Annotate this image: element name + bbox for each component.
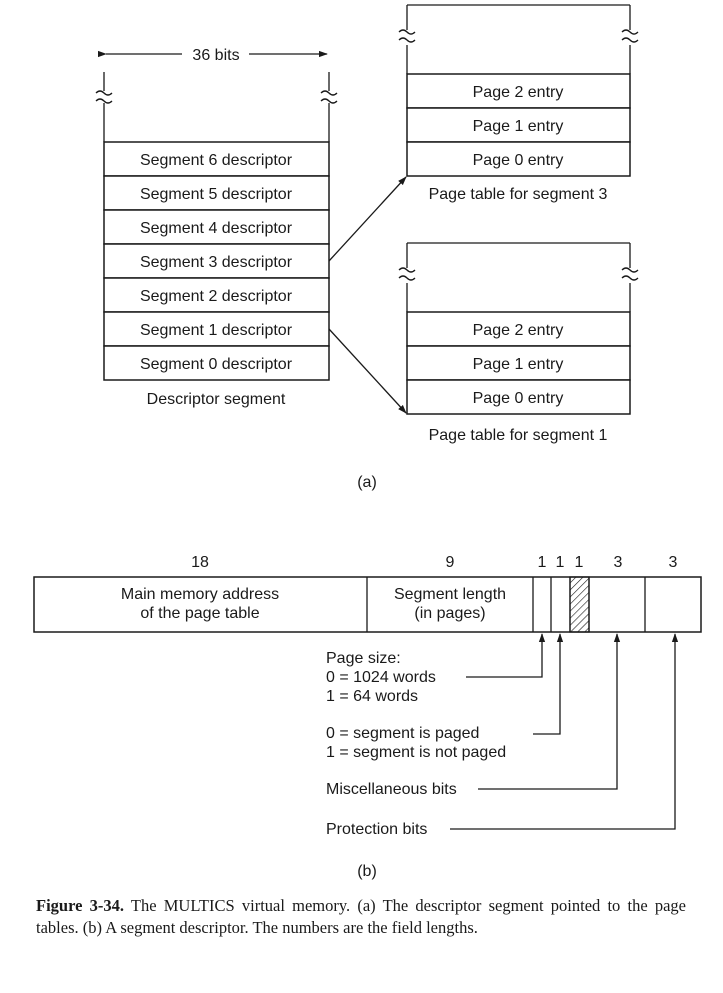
descriptor-row-2 [103,277,330,313]
annotation-misc: Miscellaneous bits [326,633,621,798]
unused-bit-hatched [569,576,590,633]
descriptor-row-4 [103,209,330,245]
page-entry-label-2: Page 2 entry [473,84,564,101]
part-b-label: (b) [357,863,377,880]
field-length-line-1: Segment length [394,586,506,603]
page-entry-label-1: Page 1 entry [473,356,564,373]
descriptor-segment-caption: Descriptor segment [147,391,286,408]
break-mark-left [95,90,113,104]
field-address-line-2: of the page table [140,605,259,622]
page-entry-label-0: Page 0 entry [473,152,564,169]
page-table-segment-3: Page 2 entry Page 1 entry Page 0 entry P… [398,4,639,203]
descriptor-label-3: Segment 3 descriptor [140,254,293,271]
page-table-segment-1: Page 2 entry Page 1 entry Page 0 entry P… [398,242,639,444]
page-size-option-1: 1 = 64 words [326,688,418,705]
page-entry-label-0: Page 0 entry [473,390,564,407]
break-mark-right [320,90,338,104]
descriptor-label-4: Segment 4 descriptor [140,220,293,237]
page-entry-label-2: Page 2 entry [473,322,564,339]
descriptor-row-3 [103,243,330,279]
field-length: 3 [614,554,623,571]
annotation-paged: 0 = segment is paged 1 = segment is not … [326,633,564,761]
field-length: 1 [556,554,565,571]
arrow-segment-1-to-page-table [328,328,407,414]
field-length: 3 [669,554,678,571]
descriptor-label-0: Segment 0 descriptor [140,356,293,373]
break-mark-left [398,29,416,43]
arrow-segment-3-to-page-table [328,176,407,262]
descriptor-label-5: Segment 5 descriptor [140,186,293,203]
page-entry-row-1 [406,345,631,381]
descriptor-label-1: Segment 1 descriptor [140,322,293,339]
field-lengths: 18 9 1 1 1 3 3 [191,554,677,571]
segment-descriptor: Main memory address of the page table Se… [33,576,702,633]
width-indicator: 36 bits [97,47,328,64]
annotation-protection: Protection bits [326,633,679,838]
field-length: 18 [191,554,209,571]
descriptor-segment: Segment 6 descriptor Segment 5 descripto… [95,72,338,408]
paged-option-0: 0 = segment is paged [326,725,479,742]
part-a-label: (a) [357,474,377,491]
page-table-1-caption: Page table for segment 1 [429,427,608,444]
descriptor-label-6: Segment 6 descriptor [140,152,293,169]
break-mark-right [621,29,639,43]
descriptor-row-0 [103,345,330,381]
field-length: 1 [538,554,547,571]
protection-bits-label: Protection bits [326,821,427,838]
page-table-3-caption: Page table for segment 3 [429,186,608,203]
page-size-option-0: 0 = 1024 words [326,669,436,686]
descriptor-row-6 [103,141,330,177]
descriptor-label-2: Segment 2 descriptor [140,288,293,305]
page-entry-row-0 [406,141,631,177]
break-mark-left [398,267,416,281]
page-entry-row-2 [406,311,631,347]
page-entry-row-0 [406,379,631,415]
field-length: 9 [446,554,455,571]
figure-caption: Figure 3-34. The MULTICS virtual memory.… [36,895,686,938]
paged-option-1: 1 = segment is not paged [326,744,506,761]
break-mark-right [621,267,639,281]
field-length: 1 [575,554,584,571]
misc-bits-label: Miscellaneous bits [326,781,457,798]
descriptor-row-5 [103,175,330,211]
multics-diagram: 36 bits Segment 6 descriptor Segment 5 d… [33,4,702,880]
page-size-title: Page size: [326,650,401,667]
descriptor-row-1 [103,311,330,347]
page-entry-label-1: Page 1 entry [473,118,564,135]
annotation-page-size: Page size: 0 = 1024 words 1 = 64 words [326,633,546,705]
field-length-line-2: (in pages) [414,605,485,622]
field-address-line-1: Main memory address [121,586,279,603]
figure-number: Figure 3-34. [36,896,125,915]
figure-caption-text: The MULTICS virtual memory. (a) The desc… [36,896,686,937]
width-label: 36 bits [192,47,239,64]
